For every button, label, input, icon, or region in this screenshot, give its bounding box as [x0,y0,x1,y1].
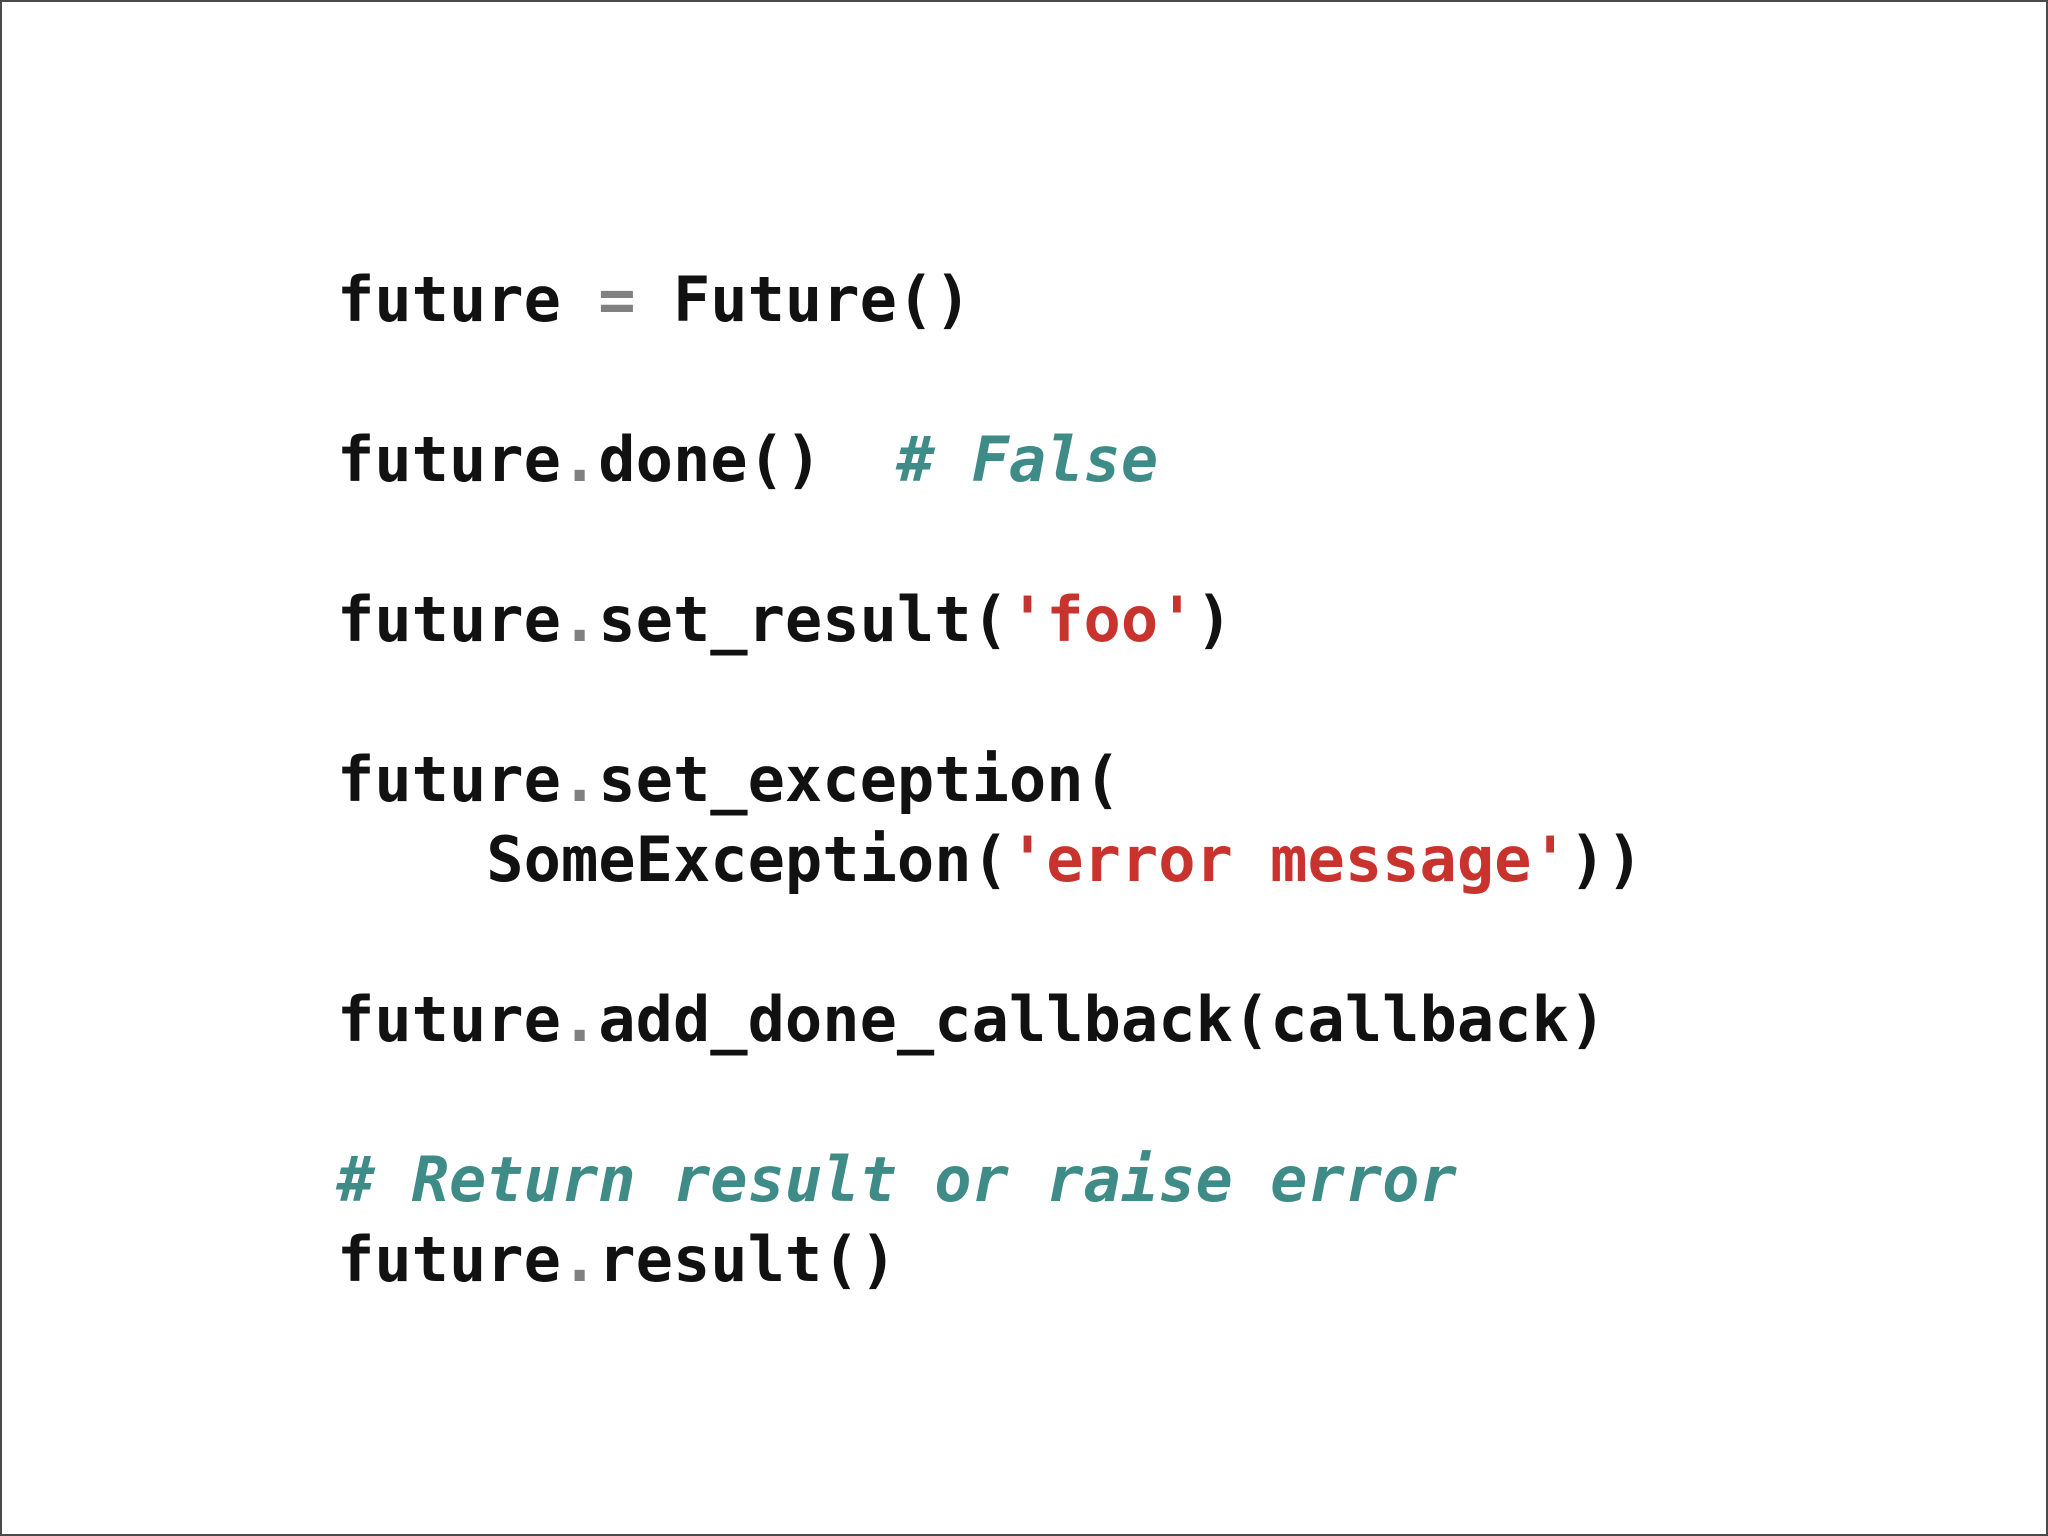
code-token-punct: ( [1083,743,1121,816]
code-token-name: future [337,423,561,496]
code-blank-line [337,500,1643,580]
code-token-punct: () [747,423,823,496]
code-line: SomeException('error message')) [337,820,1643,900]
code-line: future.set_exception( [337,740,1643,820]
code-line: future.add_done_callback(callback) [337,980,1643,1060]
code-line: future.done() # False [337,420,1643,500]
code-line: future = Future() [337,260,1643,340]
code-token-name: result [598,1223,823,1296]
code-token-op: = [560,263,673,336]
code-token-name: add_done_callback [598,983,1233,1056]
code-token-op: . [560,983,599,1056]
code-token-string: 'error message' [1008,823,1569,896]
code-blank-line [337,660,1643,740]
code-token-comment: # Return result or raise error [337,1143,1457,1216]
code-token-name: callback [1270,983,1569,1056]
code-blank-line [337,340,1643,420]
code-token-punct: ( [1232,983,1271,1056]
code-line: future.result() [337,1220,1643,1300]
code-token-punct: () [896,263,972,336]
code-token-name: Future [672,263,897,336]
code-token-punct: ) [1195,583,1233,656]
code-token-name [822,423,897,496]
code-token-name: future [337,1223,561,1296]
code-line: # Return result or raise error [337,1140,1643,1220]
code-token-op: . [560,743,599,816]
code-token-op: . [560,1223,599,1296]
code-token-punct: ( [971,823,1009,896]
code-token-punct: )) [1568,823,1644,896]
code-token-name: future [337,743,561,816]
code-token-op: . [560,583,599,656]
code-token-name: future [337,983,561,1056]
code-token-name: SomeException [337,823,972,896]
code-token-name: future [337,583,561,656]
code-token-punct: ) [1568,983,1607,1056]
code-block: future = Future() future.done() # False … [337,260,1643,1300]
code-blank-line [337,900,1643,980]
code-token-name: set_exception [598,743,1084,816]
code-token-name: future [337,263,561,336]
code-token-name: done [598,423,748,496]
code-token-op: . [560,423,599,496]
code-token-comment: # False [896,423,1159,496]
code-line: future.set_result('foo') [337,580,1643,660]
code-token-punct: () [822,1223,897,1296]
code-token-string: 'foo' [1008,583,1196,656]
code-blank-line [337,1060,1643,1140]
code-token-punct: ( [971,583,1009,656]
code-token-name: set_result [598,583,972,656]
